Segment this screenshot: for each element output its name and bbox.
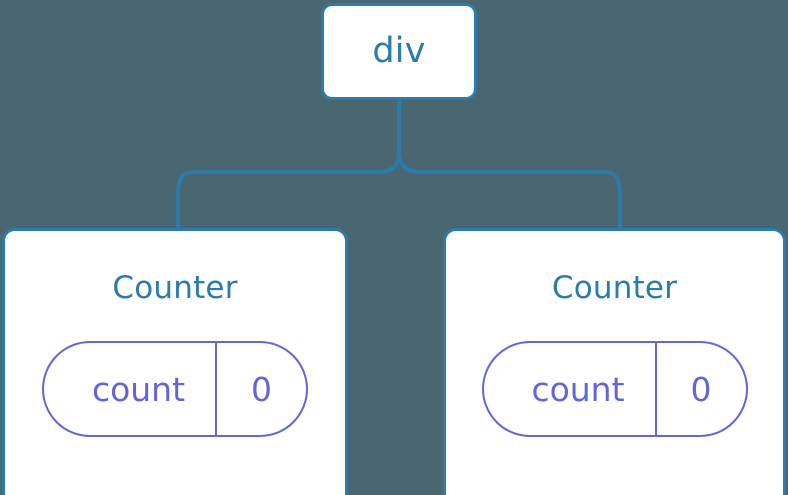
state-value-right: 0	[690, 369, 712, 409]
state-pill-left[interactable]: count 0	[42, 341, 308, 437]
node-div[interactable]: div	[321, 3, 477, 100]
node-counter-left[interactable]: Counter count 0	[2, 228, 348, 495]
node-counter-right-label: Counter	[551, 270, 678, 306]
state-value-left: 0	[251, 369, 272, 409]
state-key-left: count	[44, 343, 217, 435]
state-pill-right[interactable]: count 0	[481, 341, 748, 437]
connector-branch-right	[397, 151, 622, 230]
node-div-label: div	[372, 31, 426, 71]
state-key-right: count	[484, 343, 657, 435]
node-counter-right[interactable]: Counter count 0	[443, 228, 786, 495]
node-counter-left-label: Counter	[112, 270, 238, 306]
connector-branch-left	[176, 151, 401, 230]
